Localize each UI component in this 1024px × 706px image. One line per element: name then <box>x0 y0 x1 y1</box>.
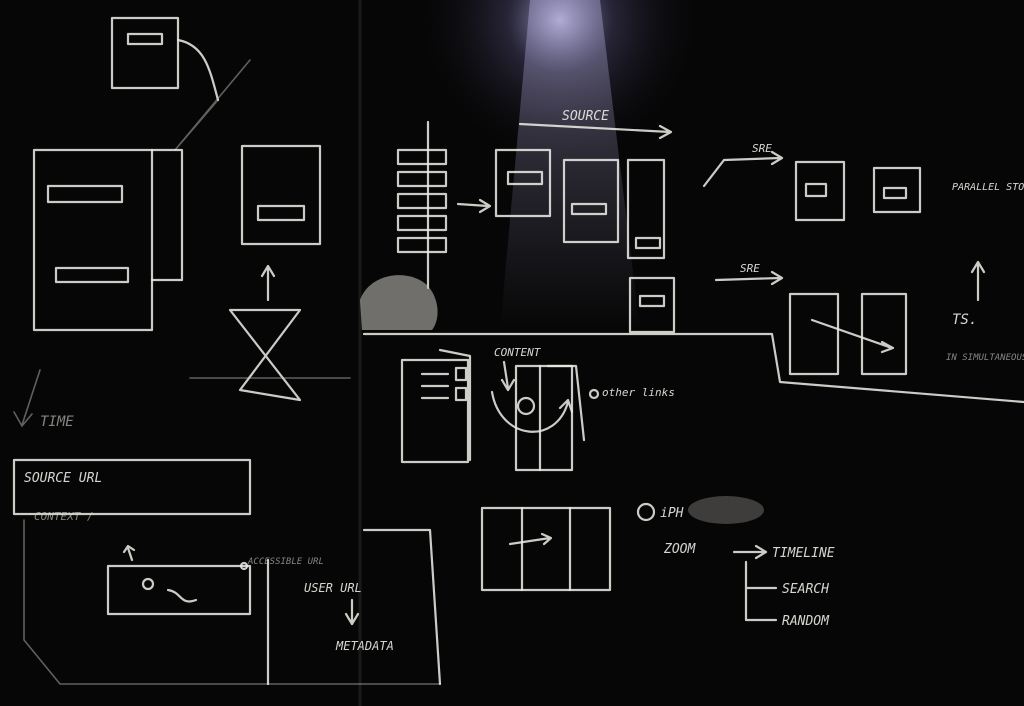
sre-frame-1 <box>794 160 846 222</box>
frame-mid-inner <box>256 204 306 222</box>
user-url-label: USER URL <box>304 581 362 595</box>
frame-mid <box>240 144 322 246</box>
sre-area: SRE SRE PARALLEL STORIES ON SAME PLACE T… <box>362 142 1024 404</box>
sre-frame-2-inner <box>882 186 908 200</box>
inner-url-scribble <box>166 588 198 603</box>
context-label: CONTEXT / <box>34 510 94 523</box>
arrow-small-to-right <box>176 38 220 102</box>
source-url-label: SOURCE URL <box>24 471 102 486</box>
sre-mid-label: SRE <box>740 262 760 275</box>
sre-top-label: SRE <box>752 142 772 155</box>
stack-item-5 <box>396 236 448 254</box>
source-row: SOURCE <box>360 109 676 334</box>
source-frame-2 <box>562 158 620 244</box>
frame-small <box>110 16 180 90</box>
frame-large <box>32 148 154 332</box>
inner-url-dot <box>141 577 155 591</box>
iphone-circle <box>636 502 656 522</box>
content-loop-arrow <box>490 390 574 433</box>
outer-frame-left <box>23 519 441 685</box>
link-dot <box>588 388 600 400</box>
stack-item-1 <box>396 148 448 166</box>
search-label: SEARCH <box>782 582 829 597</box>
zoom-label: ZOOM <box>663 542 696 557</box>
time-label: TIME <box>40 414 74 430</box>
source-frame-1-inner <box>506 170 544 186</box>
hourglass-shape <box>228 308 302 402</box>
other-links-label: other links <box>602 386 675 399</box>
source-frame-1 <box>494 148 552 218</box>
metadata-label: METADATA <box>335 639 394 653</box>
down-left-arrow <box>13 369 41 428</box>
sre-frame-1-inner <box>804 182 828 198</box>
diagonal-line <box>174 59 251 151</box>
light-beam <box>500 0 640 330</box>
device-button-2 <box>454 386 468 402</box>
sre-frame-3 <box>788 292 840 376</box>
source-url-box <box>12 458 252 516</box>
accessible-url-dot <box>239 561 249 571</box>
source-frame-3 <box>626 158 666 260</box>
device-frame <box>400 358 470 464</box>
source-frame-4-inner <box>638 294 666 308</box>
content-arrow <box>500 360 516 392</box>
inner-url-box <box>106 564 252 616</box>
sre-mid-arrow <box>714 270 784 286</box>
frame-large-bar-1 <box>46 184 124 204</box>
content-scribble <box>516 396 536 416</box>
content-sketch: CONTENT other links <box>400 346 675 592</box>
content-frame <box>514 364 574 472</box>
source-frame-2-inner <box>570 202 608 216</box>
stack-item-4 <box>396 214 448 232</box>
zoom-notes: iPH ZOOM TIMELINE SEARCH RANDOM <box>636 496 835 629</box>
timeline-arrow <box>508 532 553 546</box>
device-back <box>438 348 472 462</box>
parallel-up-arrow <box>970 260 986 302</box>
eraser <box>360 275 438 330</box>
ts-label: TS. <box>952 312 977 328</box>
divider-line <box>362 332 1024 404</box>
source-arrow <box>518 122 673 140</box>
source-frame-3-inner <box>634 236 662 250</box>
sre-top-arrow <box>702 150 784 188</box>
timeline-frame <box>480 506 612 592</box>
metadata-arrow <box>344 598 360 626</box>
source-label: SOURCE <box>562 109 609 124</box>
sre-link-arrow <box>810 318 895 354</box>
ts-sub-label: IN SIMULTANEOUS SPACE <box>946 353 1024 363</box>
frame-large-back <box>150 148 184 282</box>
source-frame-4 <box>628 276 676 334</box>
stack-item-2 <box>396 170 448 188</box>
zoom-arrow <box>732 544 768 560</box>
top-left-sketch: TIME <box>13 16 351 430</box>
erased-smudge <box>688 496 764 524</box>
accessible-url-label: ACCESSIBLE URL <box>247 557 324 567</box>
up-arrow <box>260 264 276 302</box>
parallel-label: PARALLEL STORIES ON SAME PLACE <box>952 182 1024 193</box>
sre-frame-4 <box>860 292 908 376</box>
device-button-1 <box>454 366 468 382</box>
frame-small-inner <box>126 32 164 46</box>
timeline-label: TIMELINE <box>772 546 835 561</box>
url-frame <box>266 528 442 686</box>
zoom-branches <box>744 560 778 622</box>
iphone-label: iPH <box>660 506 684 521</box>
content-back <box>546 364 586 442</box>
stack-arrow <box>456 198 492 214</box>
random-label: RANDOM <box>782 614 830 629</box>
url-diagram: SOURCE URL CONTEXT / ACCESSIBLE URL USER… <box>12 458 442 686</box>
stack-item-3 <box>396 192 448 210</box>
frame-large-bar-2 <box>54 266 130 284</box>
content-label: CONTENT <box>494 346 542 359</box>
sre-frame-2 <box>872 166 922 214</box>
inner-url-arrow <box>122 544 136 562</box>
